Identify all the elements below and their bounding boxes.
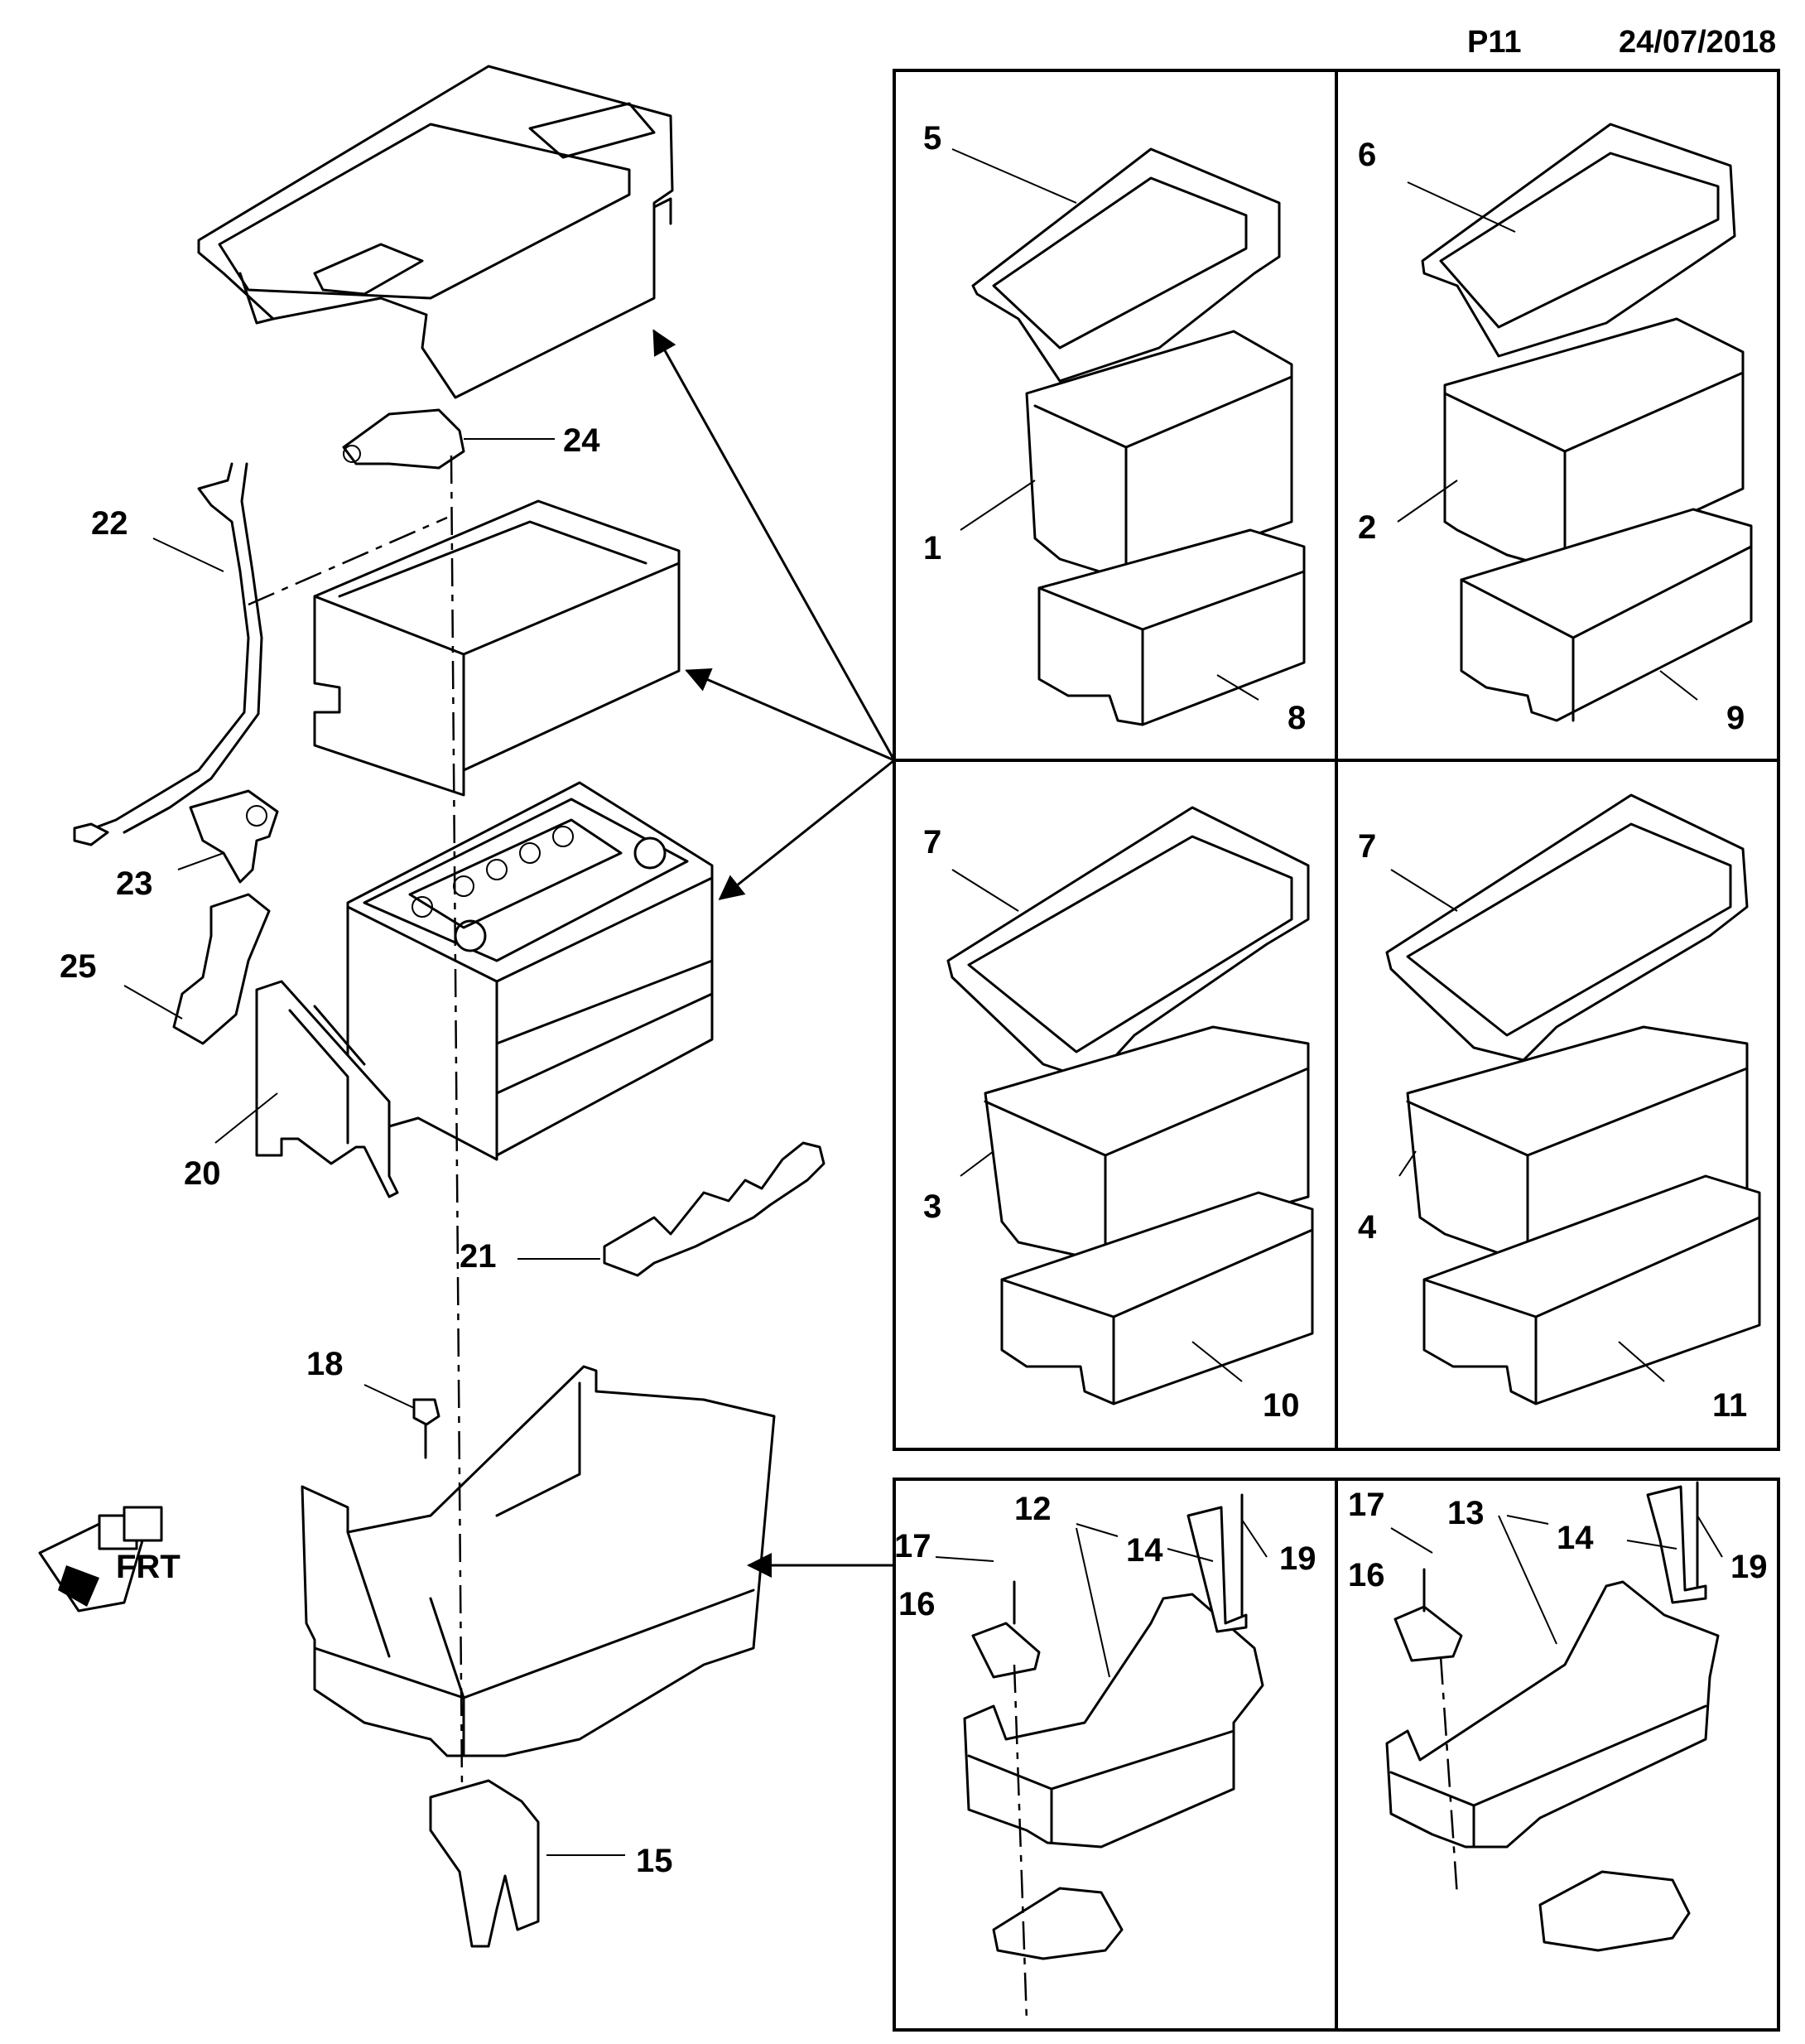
callout-leaders [123, 148, 1723, 1856]
cable-part-22 [73, 462, 263, 846]
terminal-part-23 [189, 789, 279, 884]
variant-panel-6 [1385, 1481, 1720, 1952]
sensor-part-24 [342, 408, 465, 470]
callout-labels: 1 2 3 4 5 6 7 7 8 9 10 11 12 13 14 14 15… [60, 120, 1768, 1879]
variant-panel-4 [1385, 793, 1761, 1405]
variant-panel-5 [963, 1493, 1264, 2022]
bracket-part-15 [429, 1779, 540, 1948]
callout-5: 5 [923, 120, 941, 157]
callout-7b: 7 [1358, 828, 1376, 865]
callout-19b: 19 [1730, 1549, 1768, 1585]
front-direction-badge: FRT [38, 1506, 180, 1613]
callout-11: 11 [1712, 1387, 1747, 1424]
callout-3: 3 [923, 1188, 941, 1225]
assembly-centerlines [248, 455, 464, 1790]
callout-10: 10 [1263, 1387, 1300, 1424]
callout-14b: 14 [1557, 1520, 1594, 1556]
callout-25: 25 [60, 948, 97, 985]
callout-24: 24 [563, 422, 600, 459]
callout-18: 18 [306, 1346, 344, 1382]
callout-23: 23 [116, 865, 153, 902]
main-carrier-tray-part [301, 1365, 776, 1757]
callout-7a: 7 [923, 824, 941, 861]
callout-9: 9 [1726, 700, 1745, 736]
bolt-part-18 [412, 1398, 440, 1459]
variant-panel-3 [946, 806, 1314, 1405]
variant-panel-1 [971, 147, 1306, 726]
wedge-part-21 [603, 1141, 825, 1277]
front-badge-text: FRT [116, 1549, 180, 1585]
callout-1: 1 [923, 530, 941, 566]
bracket-part-20 [255, 980, 399, 1198]
page-date: 24/07/2018 [1619, 25, 1777, 60]
callout-15: 15 [636, 1843, 673, 1879]
variant-panel-2 [1421, 123, 1753, 722]
clip-part-25 [172, 893, 271, 1045]
callout-6: 6 [1358, 137, 1376, 173]
callout-4: 4 [1358, 1209, 1377, 1246]
callout-16b: 16 [1348, 1557, 1385, 1593]
callout-20: 20 [184, 1155, 221, 1192]
callout-22: 22 [91, 505, 128, 542]
page-code: P11 [1467, 25, 1522, 60]
callout-21: 21 [460, 1238, 497, 1275]
reference-arrows [652, 329, 896, 1578]
callout-16a: 16 [898, 1586, 936, 1622]
callout-2: 2 [1358, 509, 1376, 546]
callout-17b: 17 [1348, 1487, 1385, 1523]
callout-14a: 14 [1126, 1532, 1163, 1569]
callout-17a: 17 [894, 1528, 931, 1564]
callout-13: 13 [1447, 1495, 1485, 1531]
main-cover-tray-part [313, 499, 681, 797]
callout-12: 12 [1014, 1491, 1052, 1527]
main-cover-part [197, 65, 674, 399]
callout-19a: 19 [1279, 1540, 1316, 1577]
callout-8: 8 [1288, 700, 1306, 736]
main-battery-part [346, 781, 714, 1161]
